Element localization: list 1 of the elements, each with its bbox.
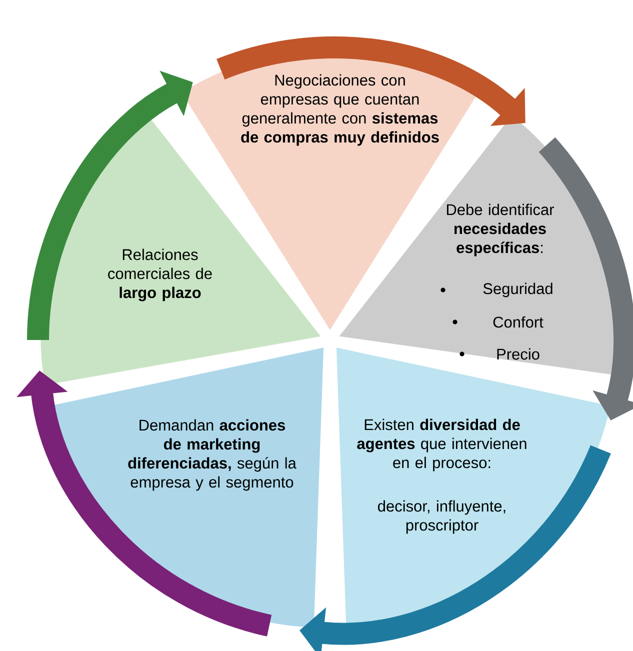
pie-segment: Demandan acciones de marketing diferenciadas, según la empresa y el segmento [50,348,324,628]
